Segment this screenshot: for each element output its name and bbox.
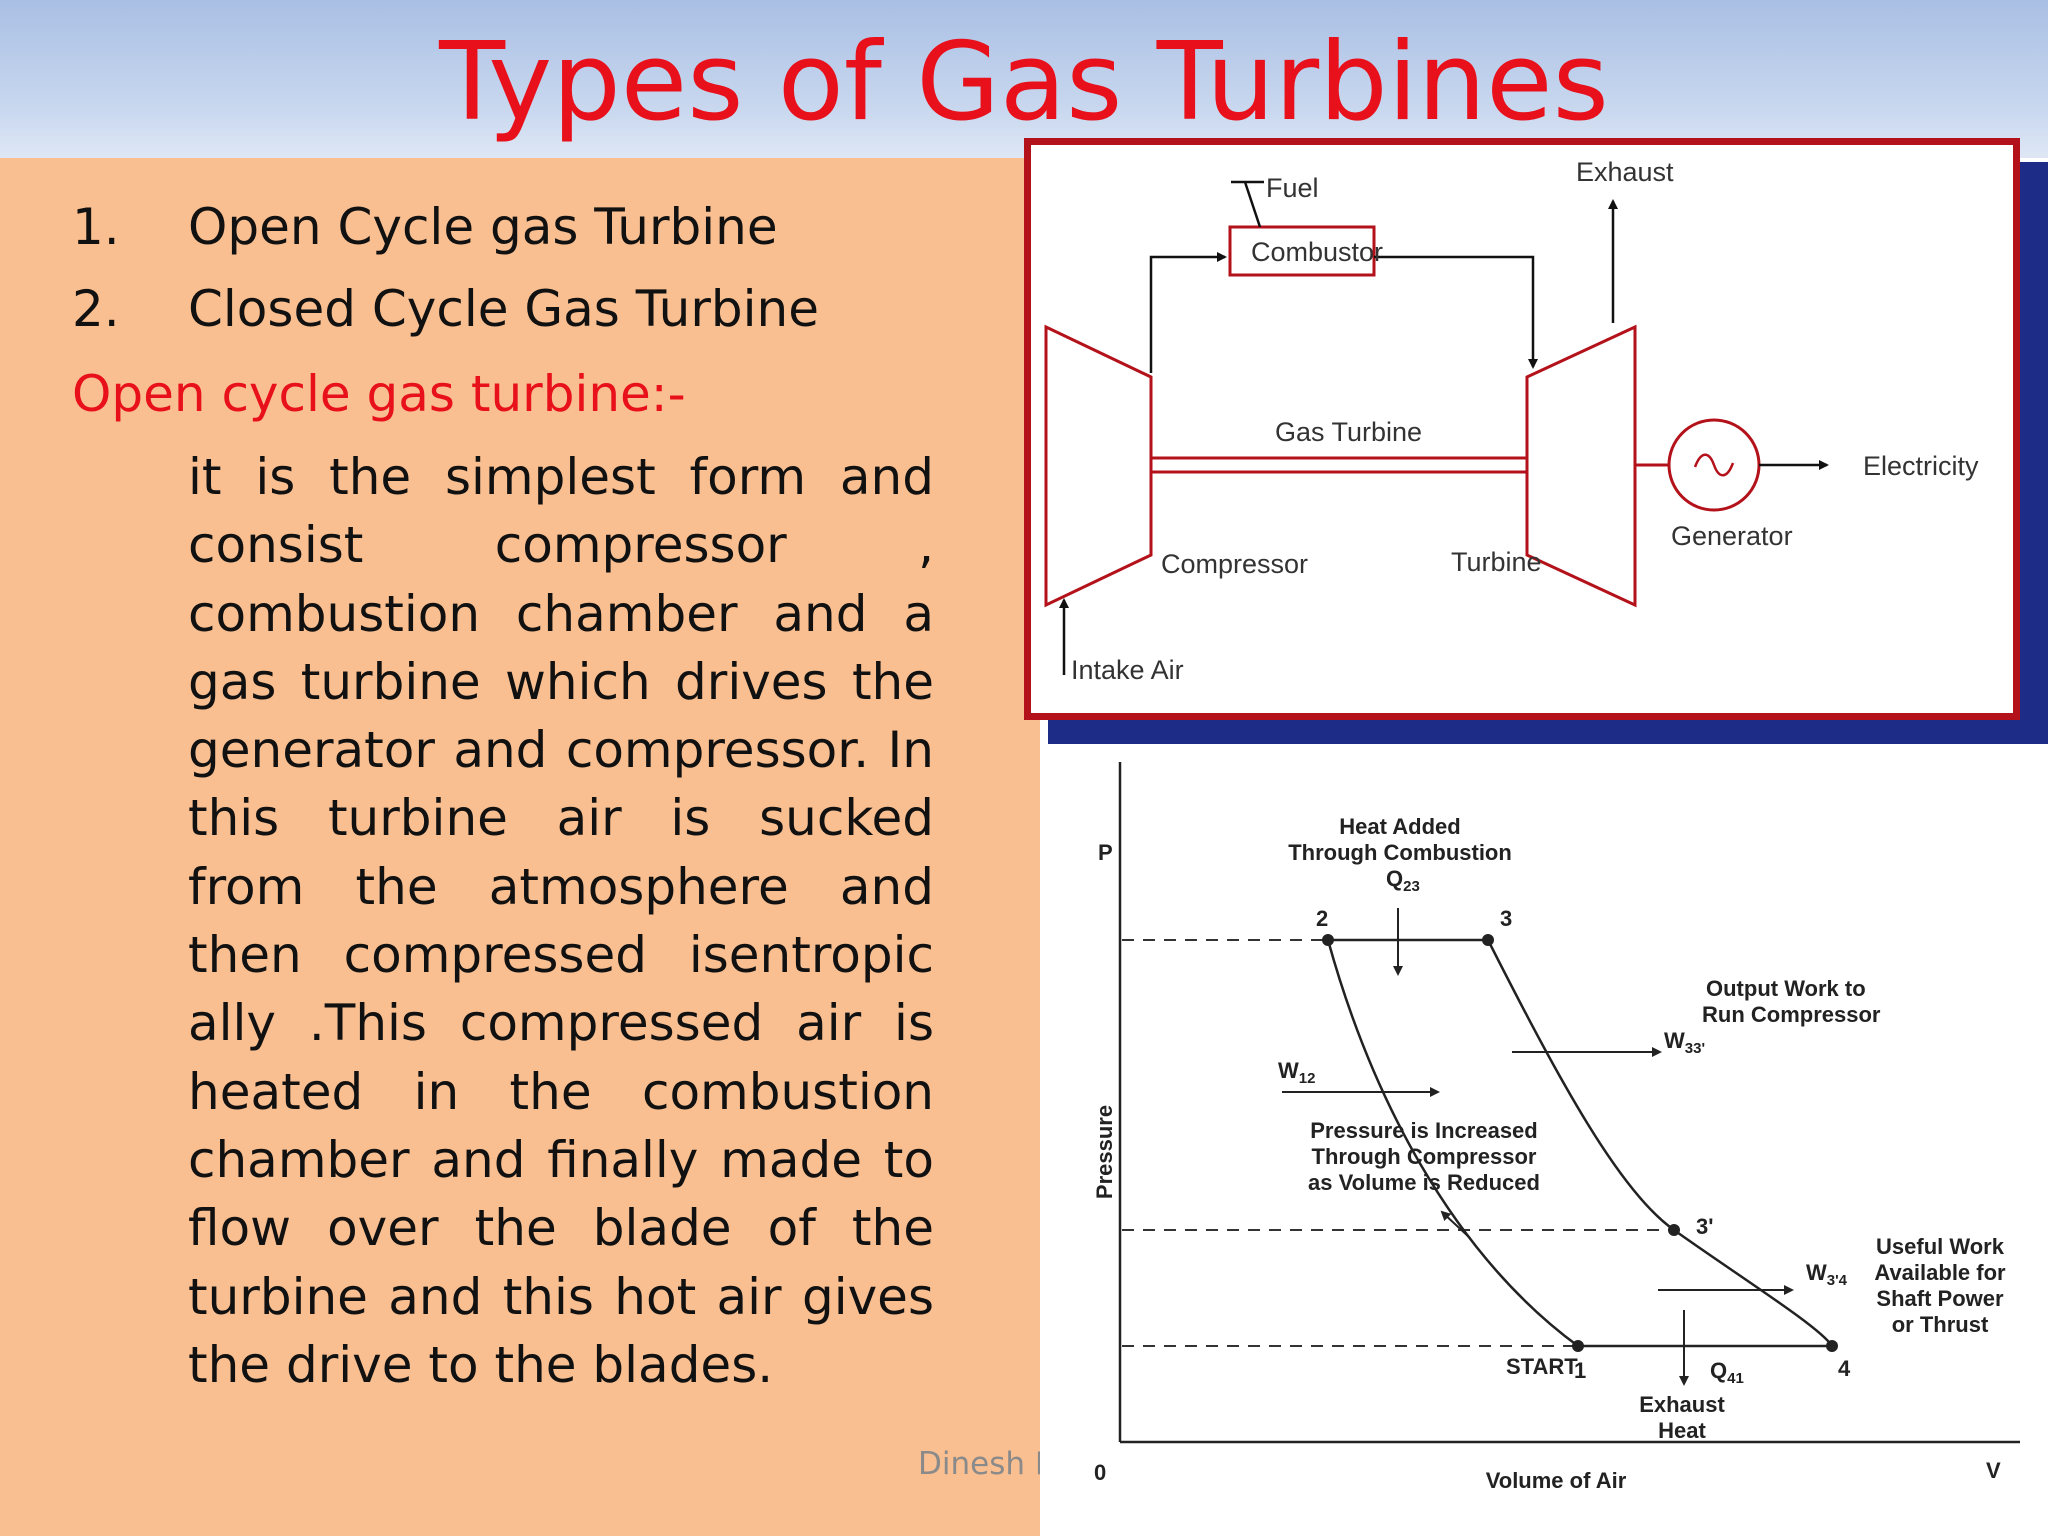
useful-work-line-1: Useful Work (1876, 1234, 2005, 1259)
volume-axis-title: Volume of Air (1486, 1468, 1627, 1493)
heat-added-line-2: Through Combustion (1288, 840, 1512, 865)
electricity-label: Electricity (1863, 451, 1979, 481)
turbine-shape (1525, 324, 1637, 608)
start-label: START (1506, 1354, 1578, 1379)
pressure-increased-line-2: Through Compressor (1312, 1144, 1537, 1169)
open-cycle-diagram: Fuel Combustor Exhaust Gas Turbine Elect… (1024, 138, 2020, 720)
list-item-label: Open Cycle gas Turbine (188, 198, 778, 256)
point-2 (1322, 934, 1334, 946)
point-1-label: 1 (1574, 1358, 1586, 1383)
intake-air-label: Intake Air (1071, 655, 1184, 685)
point-3-prime (1668, 1224, 1680, 1236)
point-4 (1826, 1340, 1838, 1352)
useful-work-line-4: or Thrust (1892, 1312, 1989, 1337)
v-axis-label: V (1986, 1458, 2001, 1483)
text-panel (0, 158, 1040, 1536)
flow-compressor-to-combustor (1149, 252, 1227, 373)
pv-diagram: P V 0 Pressure Volume of Air Heat Added … (1040, 752, 2048, 1536)
p-axis-label: P (1098, 840, 1113, 865)
section-heading: Open cycle gas turbine:- (72, 365, 686, 423)
exhaust-heat-line-1: Exhaust (1639, 1392, 1725, 1417)
combustor-box (1228, 225, 1376, 277)
useful-work-line-2: Available for (1874, 1260, 2006, 1285)
list-number: 2. (72, 280, 120, 338)
pressure-increased-line-1: Pressure is Increased (1310, 1118, 1537, 1143)
fuel-pointer (1231, 180, 1264, 228)
generator-label: Generator (1671, 521, 1793, 551)
point-4-label: 4 (1838, 1356, 1851, 1381)
pressure-axis-title: Pressure (1092, 1105, 1117, 1199)
sine-icon (1693, 453, 1735, 477)
process-1-2-curve (1326, 939, 1579, 1348)
exhaust-heat-line-2: Heat (1658, 1418, 1706, 1443)
title-band (0, 0, 2048, 158)
flow-combustor-to-turbine (1374, 255, 1538, 369)
compressor-label: Compressor (1161, 549, 1308, 579)
heat-added-line-1: Heat Added (1339, 814, 1460, 839)
q23-label: Q23 (1386, 866, 1420, 895)
output-work-line-1: Output Work to (1706, 976, 1866, 1001)
output-work-line-2: Run Compressor (1702, 1002, 1881, 1027)
slide-title: Types of Gas Turbines (439, 20, 1609, 145)
combustor-label: Combustor (1251, 237, 1383, 267)
compression-arrow (1440, 1210, 1471, 1239)
exhaust-label: Exhaust (1576, 157, 1674, 187)
gas-turbine-label: Gas Turbine (1275, 417, 1422, 447)
pv-svg: P V 0 Pressure Volume of Air Heat Added … (1092, 762, 2020, 1493)
useful-work-line-3: Shaft Power (1876, 1286, 2004, 1311)
point-3-label: 3 (1500, 906, 1512, 931)
list-item-label: Closed Cycle Gas Turbine (188, 280, 819, 338)
turbine-label: Turbine (1451, 547, 1542, 577)
w34-label: W3'4 (1806, 1260, 1848, 1289)
description-paragraph: it is the simplest form and consist comp… (188, 448, 934, 1394)
point-3 (1482, 934, 1494, 946)
w12-label: W12 (1278, 1058, 1315, 1087)
w33-label: W33' (1664, 1028, 1705, 1057)
pressure-increased-line-3: as Volume is Reduced (1308, 1170, 1540, 1195)
point-1 (1572, 1340, 1584, 1352)
point-3-prime-label: 3' (1696, 1214, 1713, 1239)
origin-label: 0 (1094, 1460, 1106, 1485)
point-2-label: 2 (1316, 906, 1328, 931)
compressor-shape (1044, 324, 1153, 608)
list-number: 1. (72, 198, 120, 256)
q41-label: Q41 (1710, 1358, 1744, 1387)
schematic-svg: Fuel Combustor Exhaust Gas Turbine Elect… (1044, 157, 1979, 685)
fuel-label: Fuel (1266, 173, 1319, 203)
